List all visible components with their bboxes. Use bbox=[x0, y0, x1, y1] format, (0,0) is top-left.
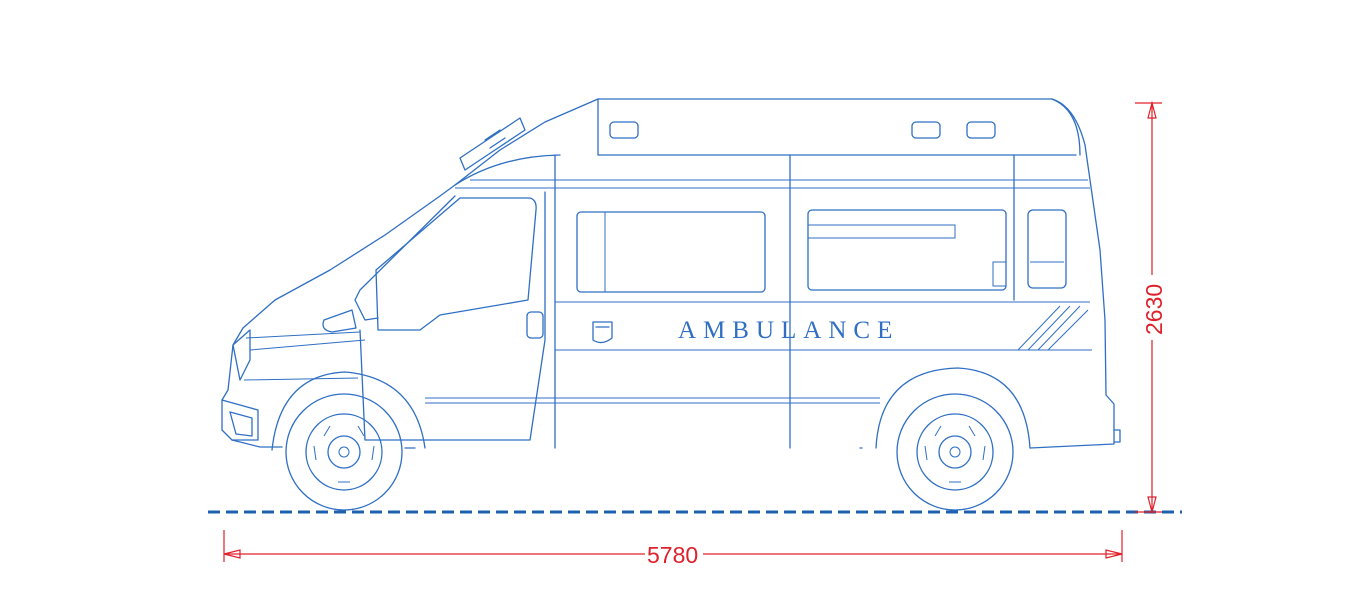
roof-marker-light-2 bbox=[911, 121, 941, 139]
light-bar bbox=[459, 117, 526, 171]
hood-line bbox=[243, 331, 366, 381]
roof-marker-light-3 bbox=[966, 121, 996, 139]
rear-window bbox=[1027, 209, 1067, 289]
front-wheel-arch bbox=[271, 371, 426, 451]
roof-curve bbox=[454, 154, 561, 186]
side-window-right-inner bbox=[808, 224, 1007, 287]
beltline bbox=[555, 301, 1092, 351]
rear-stripes bbox=[1017, 305, 1089, 351]
front-wheel bbox=[285, 393, 403, 511]
roof-panel-lines bbox=[455, 179, 1090, 189]
side-window bbox=[375, 197, 537, 331]
side-window-right bbox=[807, 209, 1007, 291]
headlight bbox=[232, 329, 251, 381]
side-window-left bbox=[576, 211, 766, 293]
side-door-handle bbox=[592, 321, 613, 344]
roof-box bbox=[597, 98, 1081, 156]
front-bumper bbox=[221, 399, 259, 441]
mirror bbox=[322, 309, 357, 333]
ambulance-body: AMBULANCE bbox=[221, 98, 1121, 511]
length-dimension: 5780 bbox=[223, 530, 1123, 568]
rear-bumper bbox=[1113, 429, 1121, 443]
length-value: 5780 bbox=[647, 542, 698, 568]
side-rub-strip bbox=[425, 397, 880, 404]
rear-wheel-arch bbox=[875, 367, 1031, 449]
cab-door-handle bbox=[526, 311, 544, 339]
rear-wheel bbox=[896, 393, 1014, 511]
cab-door bbox=[359, 191, 546, 441]
windshield bbox=[354, 195, 456, 321]
height-value: 2630 bbox=[1141, 284, 1167, 335]
height-dimension: 2630 bbox=[1135, 100, 1167, 515]
roof-marker-light-1 bbox=[609, 121, 639, 139]
ambulance-side-text: AMBULANCE bbox=[678, 317, 899, 344]
